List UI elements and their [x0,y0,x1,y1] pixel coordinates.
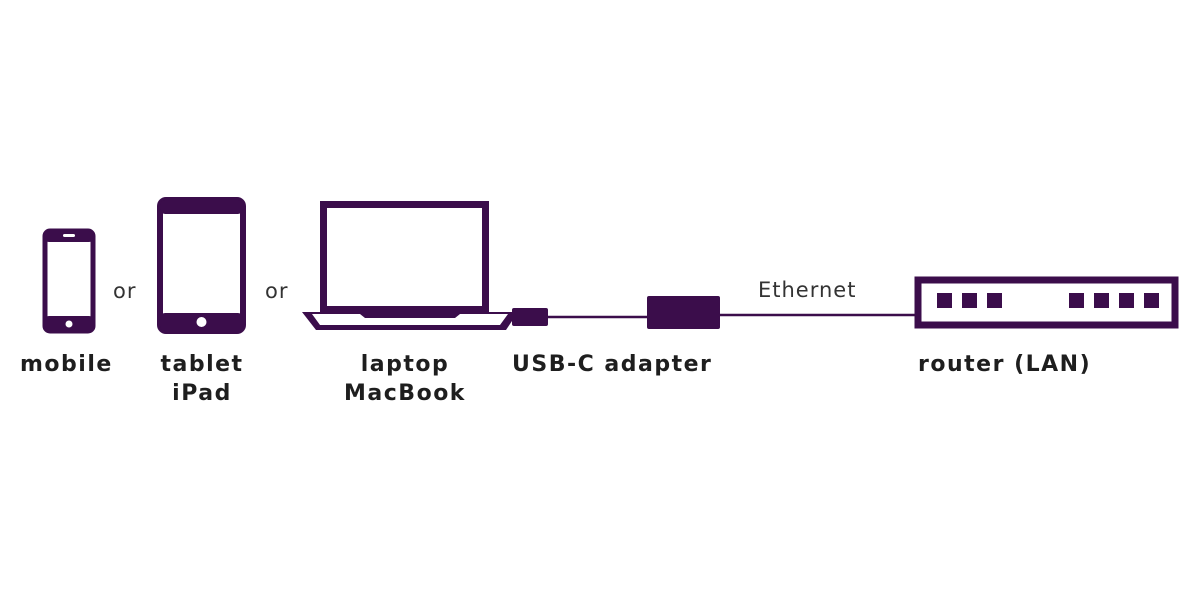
laptop-label-line2: MacBook [344,381,466,406]
laptop-icon [302,201,518,330]
usb-c-adapter-label: USB-C adapter [512,352,713,377]
smartphone-icon [42,228,96,334]
or-separator-1: or [113,279,137,303]
tablet-label-line1: tablet [160,352,244,377]
or-separator-2: or [265,279,289,303]
usb-c-adapter-icon [647,296,720,329]
tablet-label-line2: iPad [172,381,232,406]
laptop-label-line1: laptop [360,352,450,377]
tablet-label: tablet iPad [150,350,254,408]
usb-c-plug-icon [512,308,548,326]
router-label: router (LAN) [918,352,1092,377]
mobile-label: mobile [20,352,113,377]
ethernet-label: Ethernet [758,278,857,302]
laptop-label: laptop MacBook [330,350,480,408]
router-icon [914,276,1179,329]
tablet-icon [157,197,246,334]
